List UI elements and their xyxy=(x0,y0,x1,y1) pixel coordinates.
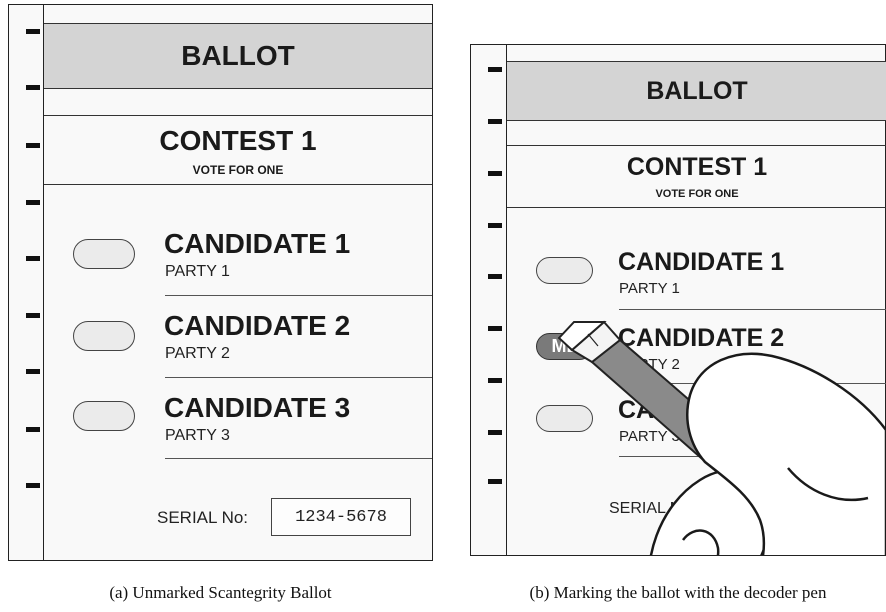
caption-a: (a) Unmarked Scantegrity Ballot xyxy=(8,583,433,603)
hand-icon xyxy=(649,354,886,612)
caption-b: (b) Marking the ballot with the decoder … xyxy=(470,583,886,603)
